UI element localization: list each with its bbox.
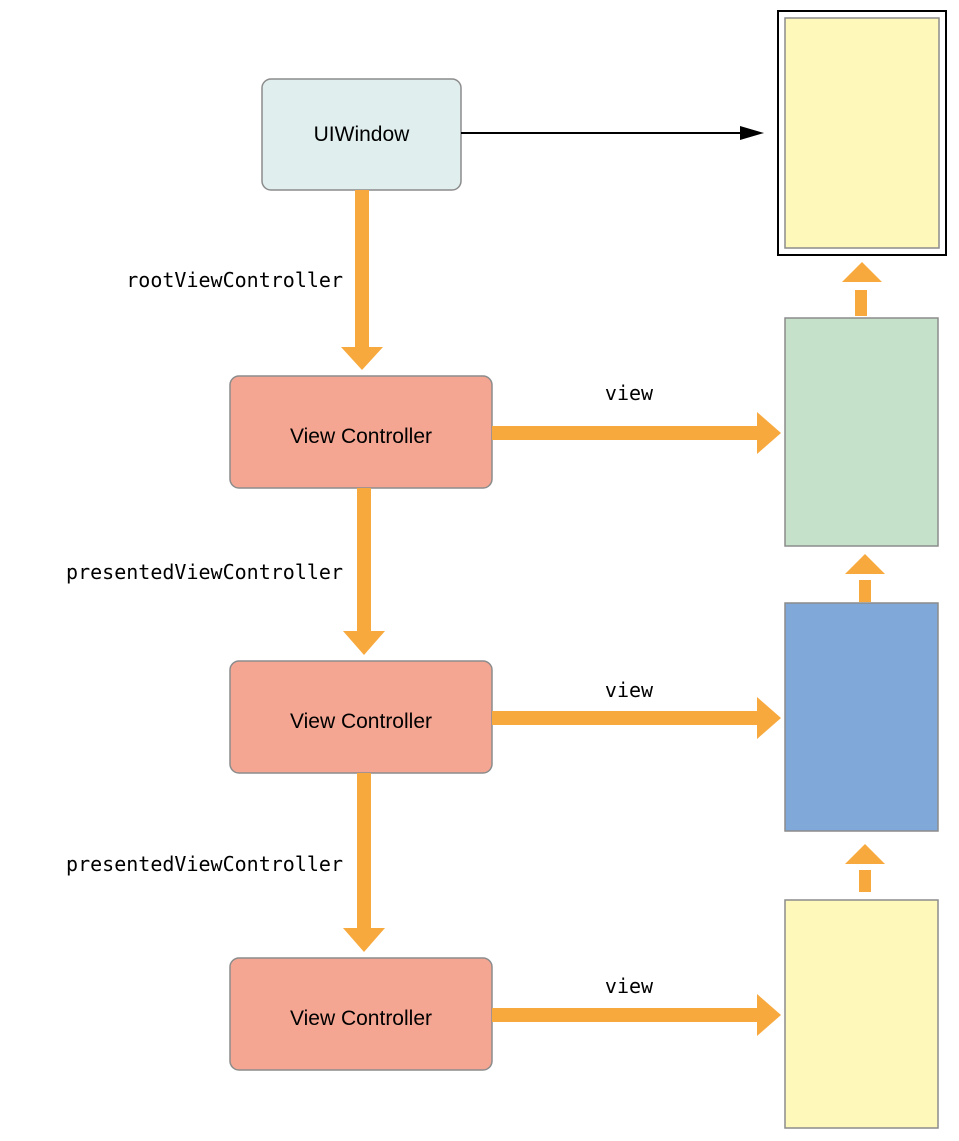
view-arrow-1: [492, 412, 781, 454]
view-controller-label-1: View Controller: [290, 425, 432, 448]
view-arrow-2: [492, 697, 781, 739]
presented-view-controller-arrow-2: [343, 773, 385, 952]
presented-view-controller-arrow-1: [343, 488, 385, 655]
window-to-screen-arrow: [461, 126, 764, 140]
view-controller-label-2: View Controller: [290, 710, 432, 733]
view-blue: [784, 602, 939, 832]
view-label-1: view: [605, 381, 654, 405]
view-label-3: view: [605, 974, 654, 998]
view-yellow: [784, 899, 939, 1129]
view-green: [784, 317, 939, 547]
uiwindow-label: UIWindow: [314, 123, 411, 146]
presented-view-controller-label-1: presentedViewController: [66, 560, 343, 584]
dashed-arrow-blue-to-green: [845, 554, 885, 602]
presented-view-controller-label-2: presentedViewController: [66, 852, 343, 876]
root-view-controller-arrow: [341, 190, 383, 370]
view-controller-label-3: View Controller: [290, 1007, 432, 1030]
dashed-arrow-green-to-window: [842, 262, 882, 316]
view-label-2: view: [605, 678, 654, 702]
window-screen-content: [784, 17, 940, 249]
root-view-controller-label: rootViewController: [126, 268, 343, 292]
dashed-arrow-yellow-to-blue: [845, 844, 885, 892]
view-arrow-3: [492, 994, 781, 1036]
